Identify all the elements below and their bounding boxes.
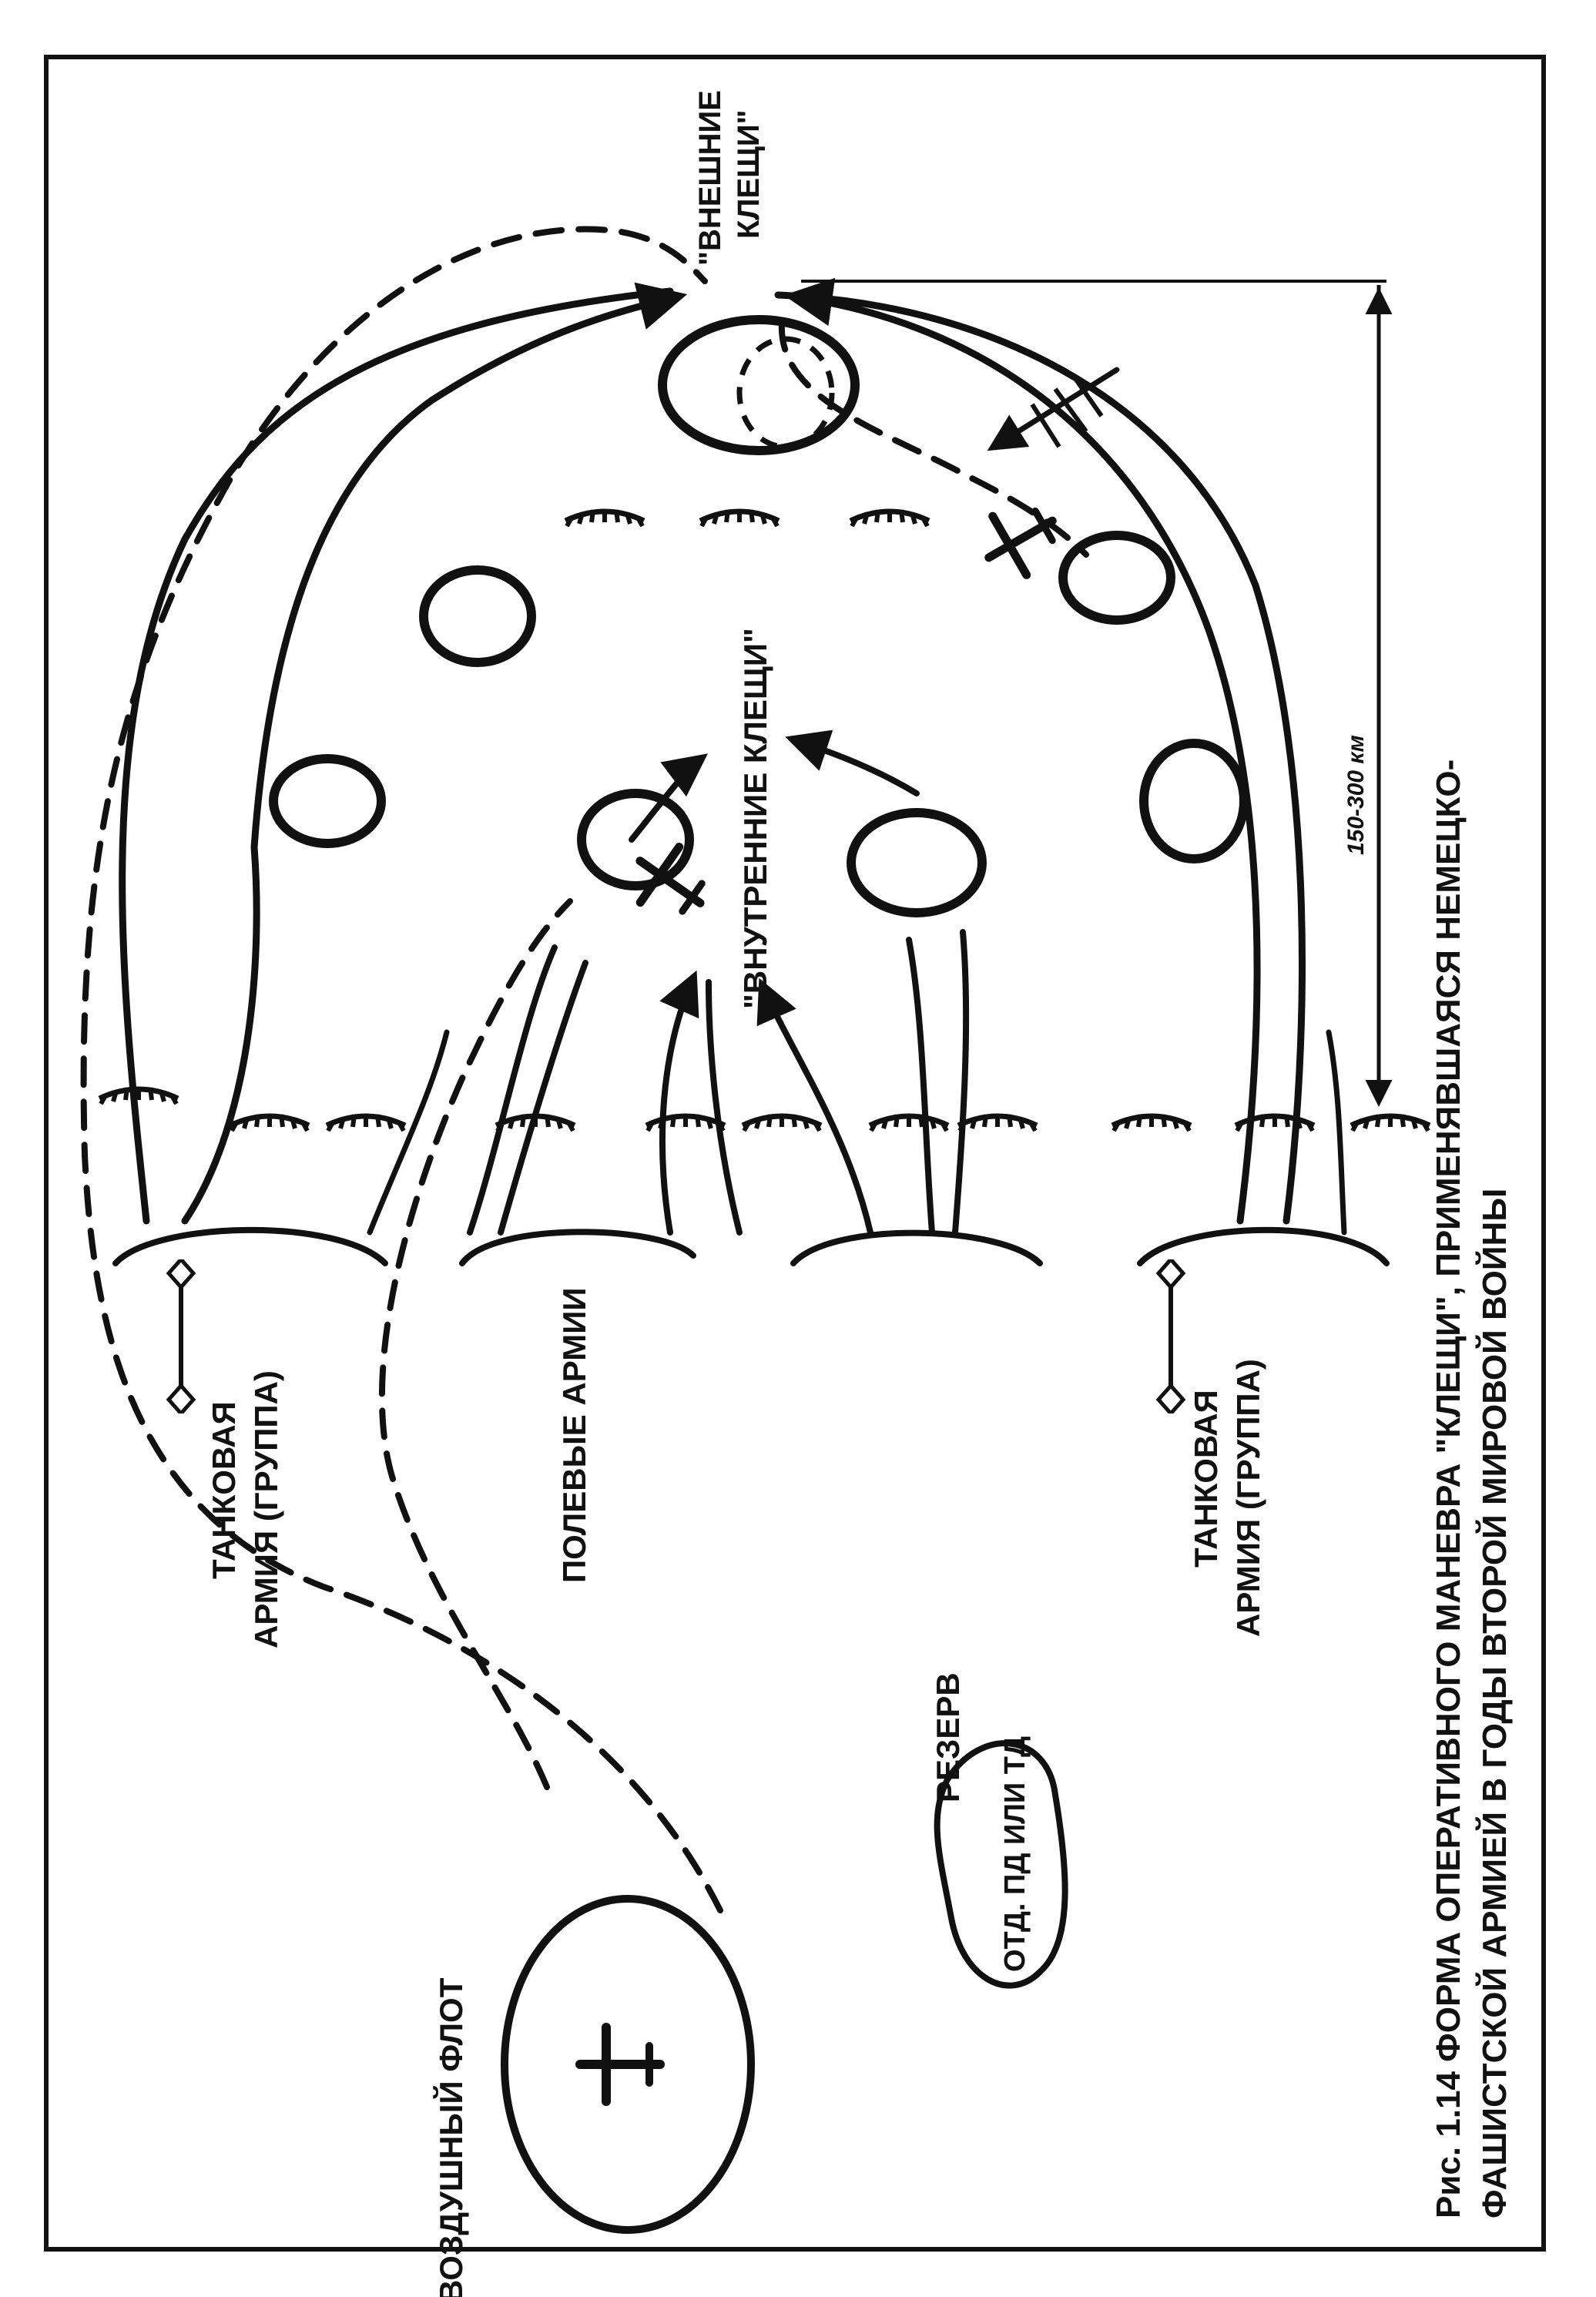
- tank-army-bottom-label-line1: ТАНКОВАЯ: [1188, 1390, 1224, 1568]
- encircled-group-icon: [1058, 531, 1175, 625]
- tank-symbol-icon: [169, 1259, 193, 1413]
- air-routes: [80, 226, 1089, 1913]
- army-bases: [112, 1226, 1390, 1266]
- caption-line-2: ФАШИСТСКОЙ АРМИЕЙ В ГОДЫ ВТОРОЙ МИРОВОЙ …: [1474, 1189, 1514, 2218]
- encircled-group-icon: [577, 789, 694, 890]
- encirclement-center: [736, 336, 835, 450]
- distance-label: 150-300 км: [1343, 735, 1369, 855]
- tank-symbol-icon: [1158, 1259, 1183, 1413]
- distance-scale: [801, 280, 1393, 1107]
- encircled-group-icon: [847, 808, 987, 917]
- inner-pincer-arrows: [467, 729, 970, 1236]
- field-armies-label: ПОЛЕВЫЕ АРМИИ: [556, 1287, 592, 1583]
- encircled-group-icon: [1139, 739, 1249, 863]
- air-strike-arrow: [987, 367, 1120, 451]
- encircled-group-icon: [419, 565, 536, 667]
- reserve-area: [934, 1740, 1068, 1989]
- aircraft-icon: [580, 2027, 660, 2101]
- reserve-title-label: РЕЗЕРВ: [930, 1672, 966, 1802]
- air-fleet-label: ВОЗДУШНЫЙ ФЛОТ: [432, 1977, 469, 2297]
- reserve-units-label: ОТД. ПД ИЛИ ТД: [999, 1736, 1031, 1972]
- figure-frame: [44, 55, 1546, 2252]
- inner-pincers-label: "ВНУТРЕННИЕ КЛЕЩИ": [737, 628, 773, 1009]
- outer-pincers-label-line2: КЛЕЩИ": [732, 109, 766, 239]
- tank-army-bottom-label-line2: АРМИЯ (ГРУППА): [1230, 1359, 1266, 1637]
- tank-army-top-label-line2: АРМИЯ (ГРУППА): [248, 1370, 284, 1648]
- outer-pincer-upper: [119, 282, 688, 1236]
- caption-line-1: Рис. 1.14 ФОРМА ОПЕРАТИВНОГО МАНЕВРА "КЛ…: [1430, 760, 1467, 2218]
- encircled-group-icon: [269, 754, 386, 848]
- encircled-group-icon: [658, 315, 860, 455]
- tank-army-top-label-line1: ТАНКОВАЯ: [206, 1401, 242, 1579]
- outer-pincers-label-line1: "ВНЕШНИЕ: [693, 90, 727, 266]
- air-strike-ticks: [1030, 376, 1104, 448]
- air-fleet-area: [501, 1895, 755, 2234]
- encircled-groups: [269, 315, 1249, 917]
- outer-pincer-lower: [774, 277, 1347, 1236]
